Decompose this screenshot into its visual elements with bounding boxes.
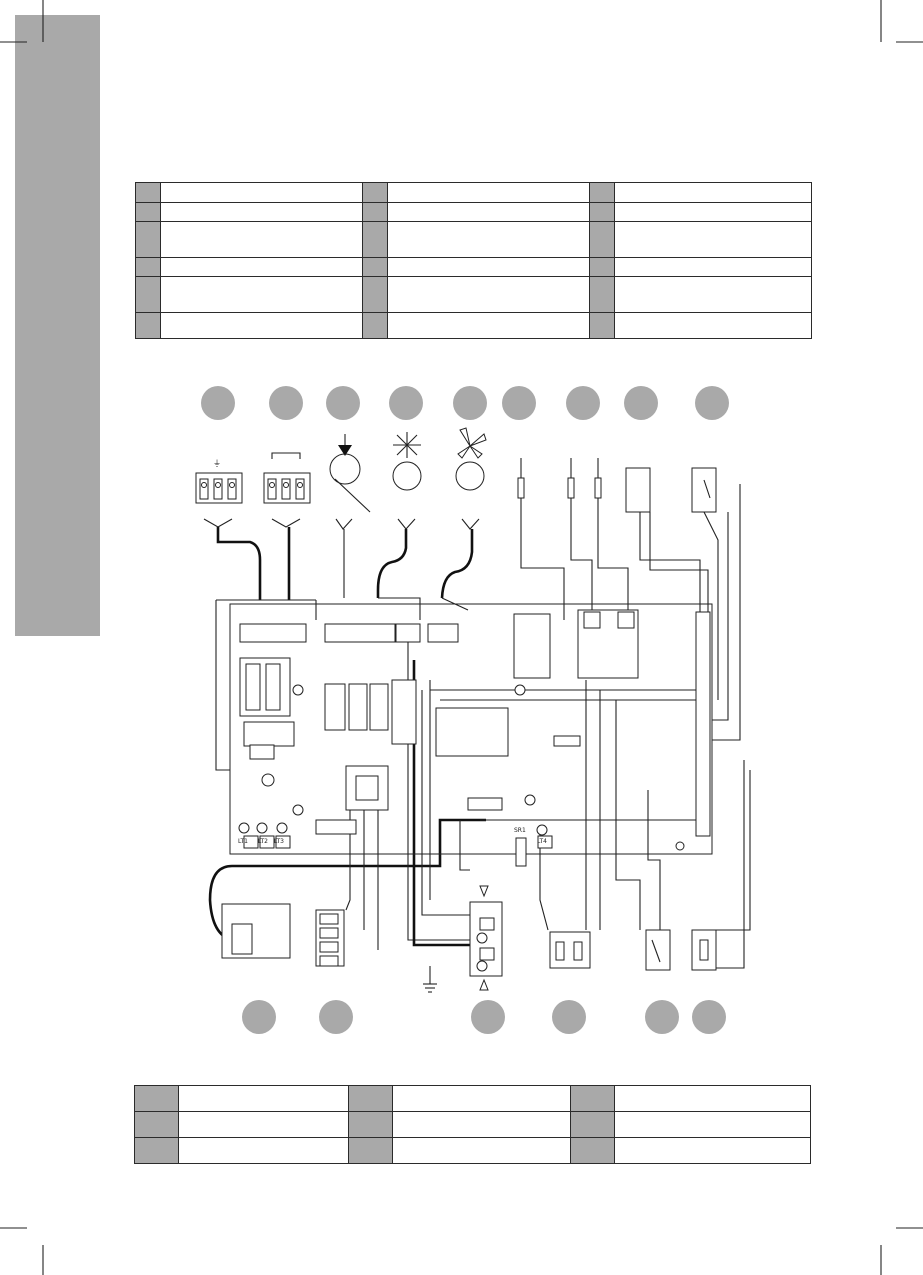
callout-marker — [471, 1000, 505, 1034]
callout-marker — [566, 386, 600, 420]
ground-icon — [423, 966, 437, 993]
legend-key — [348, 1085, 393, 1112]
legend-key — [589, 221, 615, 258]
mains-terminal-block: ⏚ — [195, 459, 243, 528]
callout-marker — [269, 386, 303, 420]
legend-key — [135, 202, 161, 222]
output-terminal-block — [315, 909, 345, 967]
legend-key — [362, 257, 388, 277]
thermostat-terminal-block — [263, 452, 311, 528]
callout-marker — [326, 386, 360, 420]
callout-marker — [645, 1000, 679, 1034]
callout-marker — [692, 1000, 726, 1034]
legend-key — [589, 312, 615, 339]
legend-description — [160, 312, 363, 339]
legend-key — [570, 1085, 615, 1112]
switch-label-sr1: SR1 — [514, 827, 526, 834]
legend-description — [614, 312, 812, 339]
legend-description — [392, 1137, 571, 1164]
pressure-switches — [625, 467, 717, 513]
legend-description — [392, 1111, 571, 1138]
legend-key — [134, 1085, 179, 1112]
callout-marker — [201, 386, 235, 420]
legend-key — [135, 276, 161, 313]
board-header-pins — [239, 611, 711, 837]
legend-key — [570, 1137, 615, 1164]
callout-marker — [695, 386, 729, 420]
callout-marker — [624, 386, 658, 420]
led-label-lt2: LT2 — [258, 838, 268, 845]
callout-marker — [502, 386, 536, 420]
callout-marker — [242, 1000, 276, 1034]
wiring-harness — [208, 484, 751, 969]
heating-elements — [549, 931, 591, 969]
legend-key — [570, 1111, 615, 1138]
legend-key — [589, 182, 615, 203]
callouts-top — [201, 386, 729, 420]
legend-key — [362, 202, 388, 222]
control-board: LT1 LT2 LT3 LT4 SR1 — [229, 603, 713, 867]
temperature-sensor-probes — [517, 458, 602, 499]
callouts-bottom — [242, 1000, 726, 1034]
gas-valve-coils — [469, 885, 503, 991]
legend-description — [178, 1111, 349, 1138]
legend-key — [589, 202, 615, 222]
display-module — [221, 903, 291, 959]
legend-description — [178, 1137, 349, 1164]
resistor-component — [691, 929, 717, 971]
legend-key — [362, 312, 388, 339]
legend-description — [178, 1085, 349, 1112]
gas-valve-motor-icon — [455, 427, 487, 530]
legend-description — [160, 221, 363, 258]
legend-table-bottom — [134, 1085, 811, 1164]
legend-key — [348, 1137, 393, 1164]
led-label-lt4: LT4 — [537, 838, 547, 845]
legend-key — [135, 221, 161, 258]
legend-key — [135, 312, 161, 339]
ground-icon: ⏚ — [213, 459, 221, 468]
chapter-side-tab — [15, 15, 100, 636]
legend-key — [134, 1111, 179, 1138]
legend-description — [614, 1137, 811, 1164]
led-label-lt3: LT3 — [274, 838, 284, 845]
callout-marker — [552, 1000, 586, 1034]
callout-marker — [389, 386, 423, 420]
legend-key — [134, 1137, 179, 1164]
fan-motor-icon — [392, 432, 422, 530]
pump-motor-icon — [329, 434, 371, 530]
legend-key — [589, 257, 615, 277]
led-label-lt1: LT1 — [238, 838, 248, 845]
callout-marker — [319, 1000, 353, 1034]
callout-marker — [453, 386, 487, 420]
legend-table-top — [135, 182, 812, 339]
legend-description — [614, 221, 812, 258]
limit-switch — [645, 929, 671, 971]
legend-description — [387, 221, 590, 258]
